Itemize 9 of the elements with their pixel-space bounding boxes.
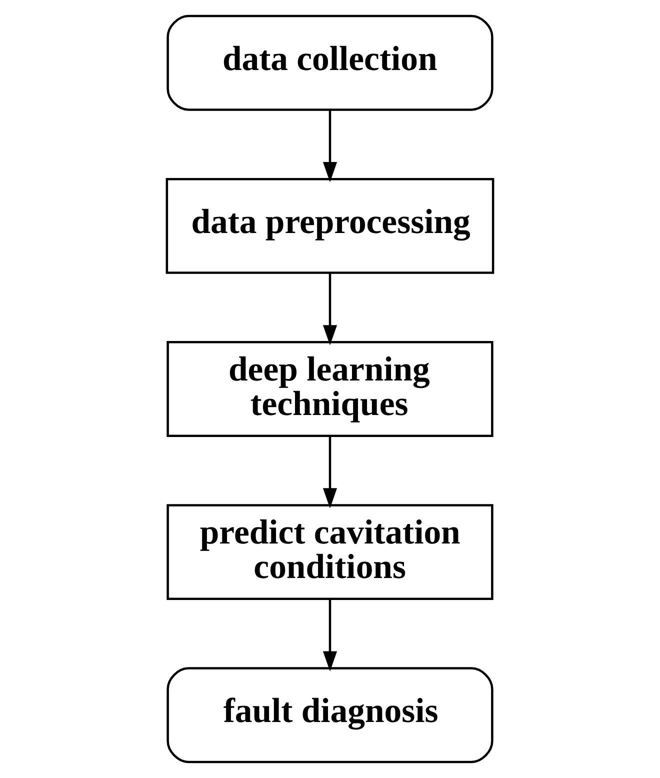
arrow xyxy=(322,272,338,346)
node-box: data preprocessing xyxy=(166,178,494,274)
arrow xyxy=(322,599,338,672)
node-box: data collection xyxy=(166,14,494,111)
arrow xyxy=(322,436,338,508)
arrow xyxy=(322,110,338,182)
node-box: predict cavitation conditions xyxy=(166,504,494,600)
node-box: deep learning techniques xyxy=(166,341,494,437)
node-box: fault diagnosis xyxy=(166,667,494,764)
